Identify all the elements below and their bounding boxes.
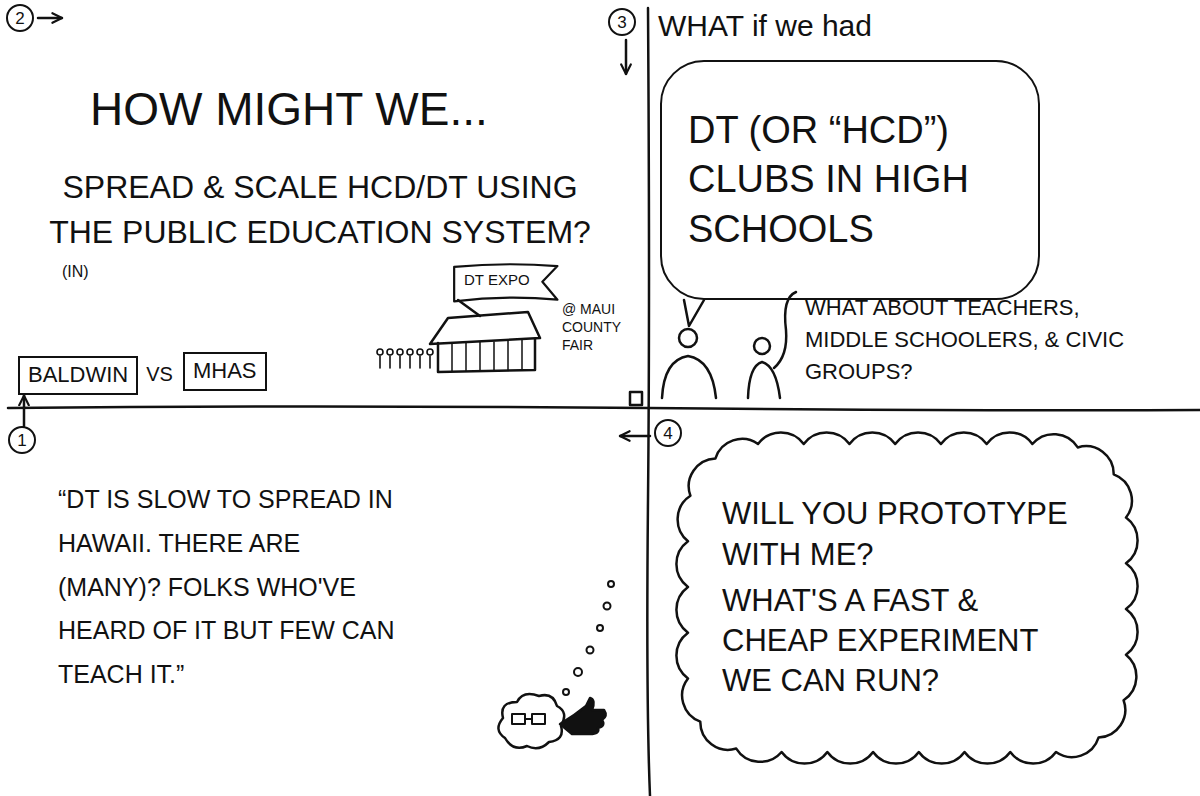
tiny-person [409,356,411,368]
tiny-person [419,356,421,368]
callout-circle: 4 [654,419,682,447]
flag-pole [458,300,480,316]
person-body [662,356,716,398]
callout-circle: 2 [6,4,34,32]
callout-number: 3 [617,14,626,31]
tent-stripes [452,340,522,371]
tent-body [438,339,535,372]
thought-dots [563,581,614,695]
pointer-arrow [620,435,650,438]
versus-text: VS [146,362,173,386]
tiny-person [407,349,413,355]
school-name: BALDWIN [28,361,128,390]
flag-outline [454,264,557,301]
callout-number: 1 [17,432,26,449]
glasses [525,718,532,720]
sketch-shape: DT (OR “HCD”) CLUBS IN HIGH SCHOOLS [660,60,1040,300]
pointer-arrow [625,40,628,74]
thought-dot [587,647,594,654]
quote-text: “DT IS SLOW TO SPREAD IN HAWAII. THERE A… [58,478,408,697]
callout-circle: 1 [8,426,36,454]
flag-text: DT EXPO [464,271,530,289]
glasses [532,714,545,724]
small-square [630,392,642,405]
bubble-tail [684,300,704,326]
tiny-person [399,356,401,368]
callout-number: 2 [15,10,24,27]
tiny-person [397,349,403,355]
speech-text: DT (OR “HCD”) CLUBS IN HIGH SCHOOLS [688,106,1012,254]
callout-number: 4 [663,425,672,442]
cloud-outline [676,432,1137,763]
prompt-text: WHAT if we had [658,8,872,44]
thinker-head [498,694,564,748]
thought-dot [597,625,603,631]
tiny-person [429,356,431,368]
thought-dot [608,581,614,587]
side-note: WHAT ABOUT TEACHERS, MIDDLE SCHOOLERS, &… [805,292,1135,388]
heading-text: HOW MIGHT WE... [90,82,488,137]
tiny-person [417,349,423,355]
thumbs-up [560,698,606,734]
location-note: @ MAUI COUNTY FAIR [562,300,632,355]
tiny-person [377,349,383,355]
thought-dot [574,668,582,676]
tent-roof [430,312,540,344]
tiny-person [427,349,433,355]
tiny-person [387,349,393,355]
callout-circle: 3 [608,8,636,36]
sketch-shape: DT EXPO [452,262,560,303]
bracket [774,292,796,368]
person-head [679,329,697,347]
quadrant-line [8,407,1200,411]
sketch-shape: MHAS [183,352,267,391]
tiny-person [379,356,381,368]
thought-text: WHAT'S A FAST & CHEAP EXPERIMENT WE CAN … [722,581,1092,702]
tiny-person [389,356,391,368]
insert-note: (IN) [62,262,89,281]
question-text: SPREAD & SCALE HCD/DT USING THE PUBLIC E… [40,165,600,255]
pointer-arrow [23,396,26,426]
quadrant-line [647,8,650,796]
pointer-arrow [38,17,62,20]
school-name: MHAS [193,357,257,386]
tiny-people [377,349,433,368]
sketch-shape: WILL YOU PROTOTYPE WITH ME?WHAT'S A FAST… [672,428,1142,768]
glasses [512,714,525,724]
thought-dot [563,689,569,695]
thought-text: WILL YOU PROTOTYPE WITH ME? [722,494,1092,575]
sketch-shape: BALDWIN [18,356,138,395]
person-head [754,338,770,354]
thought-dot [604,603,611,610]
